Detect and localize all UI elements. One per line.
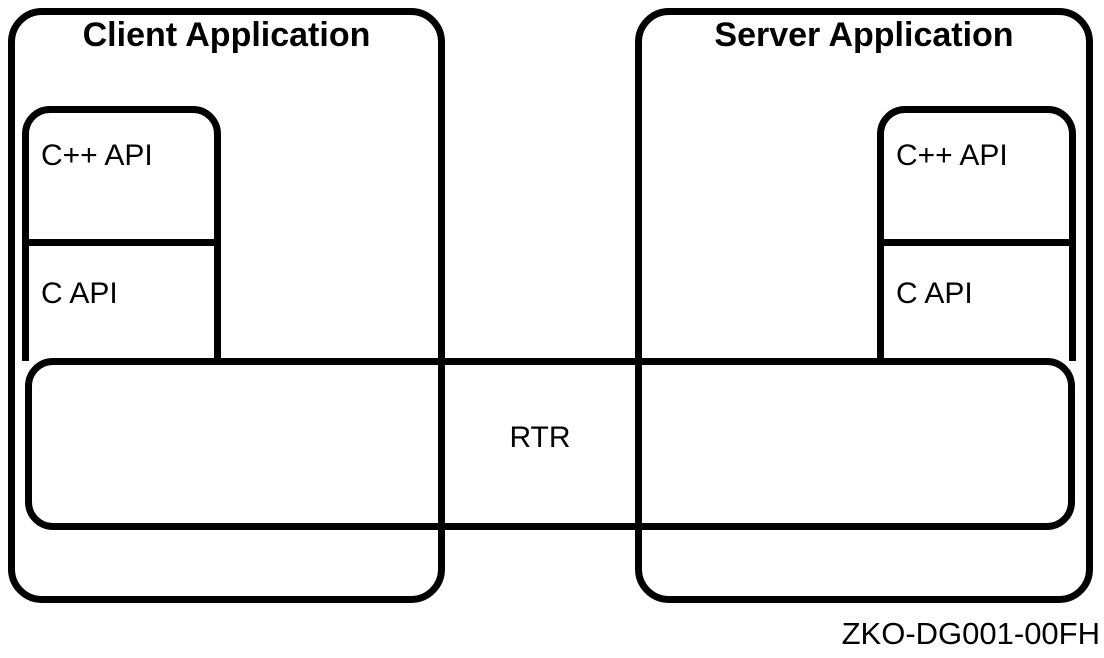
server-c-api-label: C API [896,277,973,310]
server-application-box [635,8,1093,603]
client-cpp-api-label: C++ API [41,139,153,172]
server-application-title: Server Application [714,16,1014,54]
rtr-label: RTR [509,421,571,454]
server-cpp-api-box [877,106,1076,246]
client-application-title: Client Application [82,16,371,54]
client-c-api-label: C API [41,277,118,310]
server-c-api-box [877,246,1076,361]
server-cpp-api-label: C++ API [896,139,1008,172]
figure-caption: ZKO-DG001-00FH [841,616,1100,651]
client-c-api-box [22,246,221,361]
client-application-box [8,8,445,603]
client-cpp-api-box [22,106,221,246]
rtr-layer-box [25,358,1075,530]
